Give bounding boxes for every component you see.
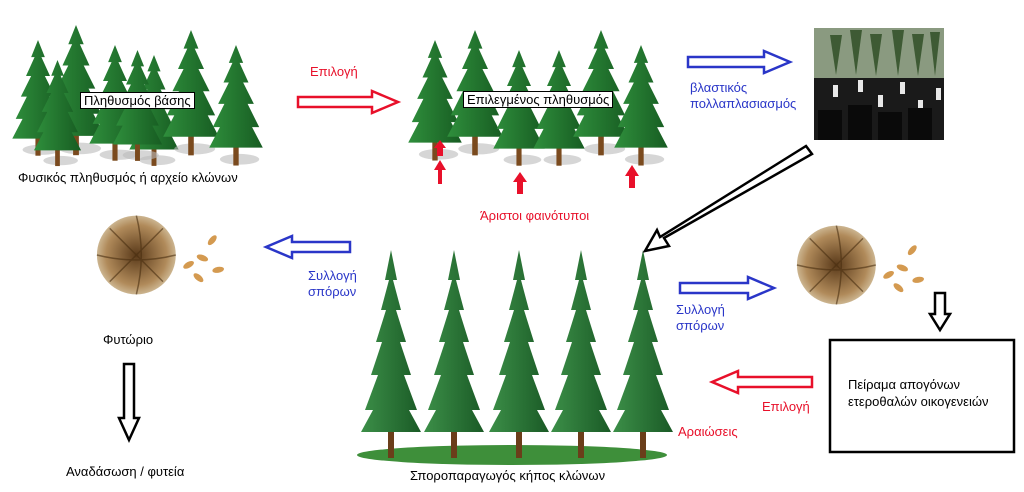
reforestation-label: Αναδάσωση / φυτεία: [66, 464, 185, 479]
propagation-photo: [814, 28, 944, 140]
orchard-seed-collection-label: Συλλογή σπόρων: [676, 302, 725, 334]
reforestation-arrow-down: [117, 362, 141, 444]
progeny-trial-box: [828, 338, 1016, 454]
propagation-label-line2: πολλαπλασιασμός: [690, 96, 797, 111]
nursery-seed-label-line2: σπόρων: [308, 284, 357, 299]
base-population-label: Πληθυσμός βάσης: [80, 92, 195, 109]
progeny-label-line2: ετεροθαλών οικογενειών: [848, 394, 989, 409]
selection-label: Επιλογή: [310, 64, 358, 79]
superior-phenotype-markers: [434, 140, 639, 194]
nursery-pine-cone: [96, 214, 226, 296]
superior-phenotypes-label: Άριστοι φαινότυποι: [480, 208, 590, 223]
nursery-seed-collection-label: Συλλογή σπόρων: [308, 268, 357, 300]
propagation-label-line1: βλαστικός: [690, 80, 748, 95]
progeny-trial-label: Πείραμα απογόνων ετεροθαλών οικογενειών: [848, 376, 988, 410]
progeny-pine-cone: [796, 224, 926, 306]
seed-orchard-trees: [357, 250, 673, 465]
propagation-label: βλαστικός πολλαπλασιασμός: [690, 80, 796, 112]
seed-orchard-caption: Σποροπαραγωγός κήπος κλώνων: [410, 468, 606, 483]
thinning-label: Αραιώσεις: [678, 424, 738, 439]
orchard-seed-label-line2: σπόρων: [676, 318, 725, 333]
progeny-selection-arrow-left: [708, 369, 814, 395]
propagation-arrow-right: [686, 49, 794, 75]
progeny-label-line1: Πείραμα απογόνων: [848, 377, 961, 392]
progeny-trial-arrow-down: [927, 291, 953, 333]
nursery-seed-label-line1: Συλλογή: [308, 268, 357, 283]
selected-population-label: Επιλεγμένος πληθυσμός: [463, 91, 614, 108]
nursery-caption: Φυτώριο: [103, 332, 154, 347]
orchard-seed-label-line1: Συλλογή: [676, 302, 725, 317]
progeny-selection-label: Επιλογή: [762, 399, 810, 414]
seed-collection-arrow-right: [678, 275, 778, 301]
selection-arrow-right: [296, 89, 402, 115]
grafting-to-orchard-arrow: [642, 144, 814, 253]
seed-collection-arrow-left: [262, 234, 352, 260]
base-population-caption: Φυσικός πληθυσμός ή αρχείο κλώνων: [18, 170, 238, 185]
